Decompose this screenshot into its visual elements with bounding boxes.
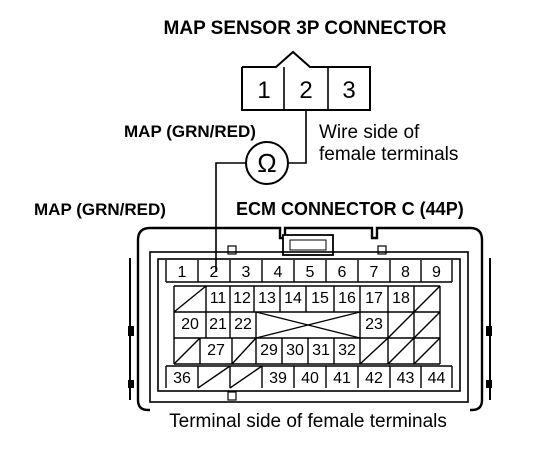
terminal-11: 11 [210, 290, 227, 307]
terminal-20: 20 [181, 316, 199, 333]
terminal-29: 29 [260, 342, 278, 359]
terminal-44: 44 [428, 370, 446, 387]
ohmmeter-symbol [245, 141, 289, 185]
terminal-21: 21 [209, 316, 227, 333]
sensor-pin-1: 1 [257, 77, 270, 104]
terminal-43: 43 [397, 370, 415, 387]
terminal-22: 22 [234, 316, 252, 333]
sensor-pin-2: 2 [299, 77, 312, 104]
sensor-connector-title: MAP SENSOR 3P CONNECTOR [164, 18, 447, 39]
terminal-36: 36 [173, 370, 191, 387]
terminal-39: 39 [269, 370, 287, 387]
terminal-30: 30 [286, 342, 304, 359]
terminal-2: 2 [210, 264, 219, 281]
probe-wire-label: MAP (GRN/RED) [124, 122, 256, 141]
terminal-3: 3 [242, 264, 251, 281]
terminal-6: 6 [338, 264, 347, 281]
terminal-14: 14 [284, 290, 302, 307]
terminal-4: 4 [274, 264, 283, 281]
terminal-41: 41 [333, 370, 351, 387]
terminal-5: 5 [306, 264, 315, 281]
terminal-32: 32 [338, 342, 356, 359]
terminal-13: 13 [258, 290, 276, 307]
terminal-grid [165, 260, 453, 389]
terminal-8: 8 [401, 264, 410, 281]
terminal-1: 1 [178, 264, 187, 281]
wire-side-label-line2: female terminals [319, 144, 458, 165]
terminal-12: 12 [233, 290, 251, 307]
terminal-17: 17 [365, 290, 383, 307]
wire-side-label-line1: Wire side of [319, 122, 420, 143]
terminal-40: 40 [301, 370, 319, 387]
ecm-connector-housing [128, 226, 492, 412]
terminal-23: 23 [365, 316, 383, 333]
terminal-18: 18 [392, 290, 410, 307]
probe-wire: Ω [215, 110, 307, 272]
sensor-connector: 1 2 3 [241, 50, 371, 111]
terminal-42: 42 [365, 370, 383, 387]
terminal-16: 16 [338, 290, 356, 307]
sensor-pin-3: 3 [342, 77, 355, 104]
terminal-31: 31 [312, 342, 330, 359]
terminal-7: 7 [370, 264, 379, 281]
ecm-connector-title: ECM CONNECTOR C (44P) [236, 199, 464, 219]
terminal-27: 27 [207, 342, 225, 359]
terminal-9: 9 [432, 264, 441, 281]
terminal-15: 15 [311, 290, 329, 307]
ecm-wire-label: MAP (GRN/RED) [34, 200, 166, 219]
terminal-side-label: Terminal side of female terminals [169, 411, 447, 432]
ohm-icon: Ω [257, 148, 276, 178]
